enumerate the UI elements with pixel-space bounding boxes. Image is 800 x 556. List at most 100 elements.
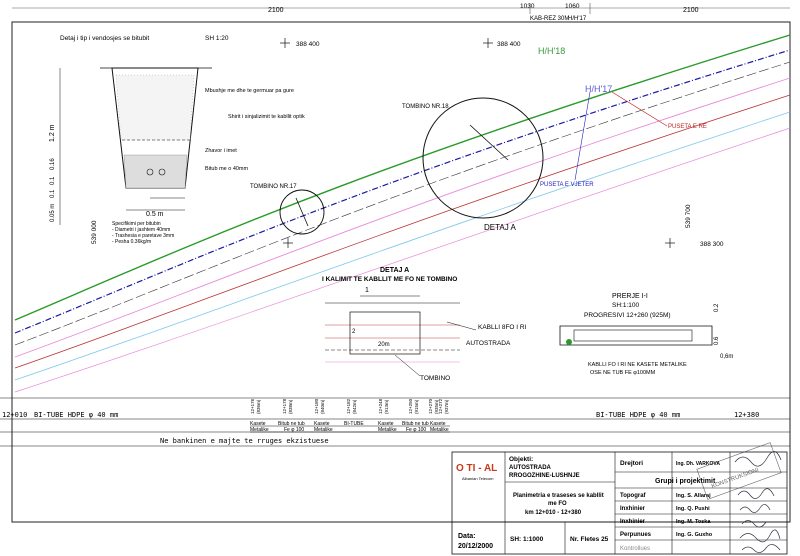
trench-detail: Detaj i tip i vendosjes se bitubit SH 1:… — [49, 35, 305, 245]
role-1: Topograf — [620, 493, 647, 499]
name-4: Ing. G. Guxho — [676, 532, 713, 538]
autostrada-label: AUTOSTRADA — [466, 340, 511, 347]
section-title-3: PROGRESIVI 12+260 (925M) — [584, 312, 671, 319]
tombino-box — [349, 311, 421, 355]
trench-note-2: Shirit i sinjalizimit te kabllit optik — [228, 114, 305, 120]
hh-label-a: H/H'18 — [538, 46, 565, 56]
kablli-label: KABLLI 8FO I RI — [478, 324, 527, 331]
detail-a-drawing: DETAJ A I KALIMIT TE KABLLIT ME FO NE TO… — [322, 267, 527, 382]
station-4-m: (842m) — [352, 399, 357, 414]
section-note-1: KABLLI FO I RI NE KASETE METALIKE — [588, 362, 687, 368]
role-2: Inxhinier — [620, 506, 646, 512]
section-title-1: PRERJE I-I — [612, 293, 648, 300]
data-value: 20/12/2000 — [458, 543, 493, 550]
sheet-number: Nr. Fletes 25 — [570, 536, 609, 543]
coord-e2: 539 700 — [685, 204, 692, 228]
station-5-m: (913m) — [384, 399, 389, 414]
trench-note-4: Bitub me o 40mm — [205, 166, 249, 172]
section-dim-2: 0.6 — [714, 336, 720, 345]
spec-line-1: Specifikimi per bitubin — [112, 221, 161, 227]
depth-5: 0.05 m — [50, 204, 56, 222]
drawing-frame — [11, 21, 791, 523]
depth-1: 1.2 m — [49, 124, 56, 142]
cell-top-6: Bitub ne tub — [402, 421, 429, 427]
cell-bot-6: Fe φ 100 — [406, 427, 426, 433]
station-5: 12+248 — [378, 398, 383, 414]
cell-top-2: Bitub ne tub — [278, 421, 305, 427]
road-edge-pink — [14, 127, 791, 393]
desc-2: me FO — [548, 501, 567, 507]
station-1: 12+176 — [250, 398, 255, 414]
cell-bot-3: Metalike — [314, 427, 333, 433]
approval-stamp: KONSTRUKSIONI — [696, 442, 782, 500]
cable-point — [566, 339, 572, 345]
name-3: Ing. M. Toska — [676, 519, 711, 525]
station-7-m: (935m) — [434, 399, 439, 414]
station-3-m: (840m) — [320, 399, 325, 414]
grupi-label: Grupi i projektimit — [655, 478, 716, 485]
station-3: 12+180 — [314, 398, 319, 414]
cell-bot-5: Metalike — [378, 427, 397, 433]
road-edge-magenta — [14, 77, 791, 358]
station-7: 12+270 — [428, 398, 433, 414]
road-alignment — [14, 34, 791, 393]
bitube-left — [146, 168, 154, 176]
station-1-m: (836m) — [256, 399, 261, 414]
objekti-2: RROGOZHINE-LUSHNJE — [509, 473, 580, 479]
trench-note-3: Zhavor i imet — [205, 148, 237, 154]
tombino-18-label: TOMBINO NR.18 — [402, 104, 449, 110]
desc-3: km 12+010 - 12+380 — [525, 510, 582, 516]
hh-label-b: H/H'17 — [585, 84, 612, 94]
top-dim-right: 2100 — [683, 7, 699, 14]
tombino-label: TOMBINO — [420, 375, 450, 382]
bitube-right — [158, 168, 166, 176]
stamp-text: KONSTRUKSIONI — [711, 467, 760, 490]
profile-bottom-note: Ne bankinen e majte te rruges ekzistuese — [160, 437, 329, 445]
objekti-1: AUTOSTRADA — [509, 465, 552, 471]
section-note-2: OSE NE TUB FE φ100MM — [590, 370, 656, 376]
name-2: Ing. Q. Pushi — [676, 506, 710, 512]
section-title-2: SH:1:100 — [612, 302, 639, 309]
tombino-17-label: TOMBINO NR.17 — [250, 184, 297, 190]
station-2-m: (838m) — [288, 399, 293, 414]
section-i-i: PRERJE I-I SH:1:100 PROGRESIVI 12+260 (9… — [559, 293, 733, 376]
cable-code: KAB-REZ 30M — [530, 16, 569, 22]
profile-band: 12+010 BI-TUBE HDPE φ 40 mm BI-TUBE HDPE… — [0, 397, 790, 447]
profile-end: 12+380 — [734, 411, 759, 419]
drejtori-name: Ing. Dh. VARKOVA — [676, 461, 720, 467]
cell-top-1: Kasete — [250, 421, 266, 427]
coord-n1: 388 400 — [296, 41, 320, 48]
road-edge-green — [14, 34, 791, 321]
detaj-a-label: DETAJ A — [484, 223, 517, 232]
trench-title: Detaj i tip i vendosjes se bitubit — [60, 35, 149, 42]
coord-n2: 388 400 — [497, 41, 521, 48]
station-4: 12+182 — [346, 398, 351, 414]
detail-a-circle — [422, 97, 544, 219]
station-6: 12+250 — [408, 398, 413, 414]
role-5: Kontrollues — [620, 546, 650, 552]
company-logo-sub: Albanian Telecom — [462, 476, 494, 481]
spec-line-3: - Trashesia e paretave 3mm — [112, 233, 174, 239]
data-label: Data: — [458, 533, 476, 540]
hh-top: H/H'17 — [568, 16, 587, 22]
signatures — [734, 451, 782, 553]
desc-1: Planimetria e traseses se kabllit — [513, 493, 604, 499]
puseta-re-label: PUSETA E RE — [668, 124, 707, 130]
bitube-left-label: BI-TUBE HDPE φ 40 mm — [34, 411, 118, 419]
detail-a-mark-2: 2 — [352, 329, 356, 335]
road-edge-cyan — [14, 111, 791, 381]
station-2: 12+178 — [282, 398, 287, 414]
cell-bot-2: Fe φ 100 — [284, 427, 304, 433]
detail-a-title-2: I KALIMIT TE KABLLIT ME FO NE TOMBINO — [322, 276, 457, 283]
grid-crosses — [280, 38, 675, 248]
profile-start: 12+010 — [2, 411, 27, 419]
top-dim-mid-b: 1060 — [565, 3, 580, 10]
title-block: O TI - AL Albanian Telecom Objekti: AUTO… — [451, 442, 788, 555]
station-6-m: (915m) — [414, 399, 419, 414]
road-edge-red — [14, 94, 791, 369]
station-8: 12+272 — [438, 398, 443, 414]
puseta-vjeter-label: PUSETA E VJETER — [540, 182, 594, 188]
name-1: Ing. S. Allaraj — [676, 493, 711, 499]
spec-line-2: - Diametri i jashtem 40mm — [112, 227, 170, 233]
cell-bot-1: Metalike — [250, 427, 269, 433]
